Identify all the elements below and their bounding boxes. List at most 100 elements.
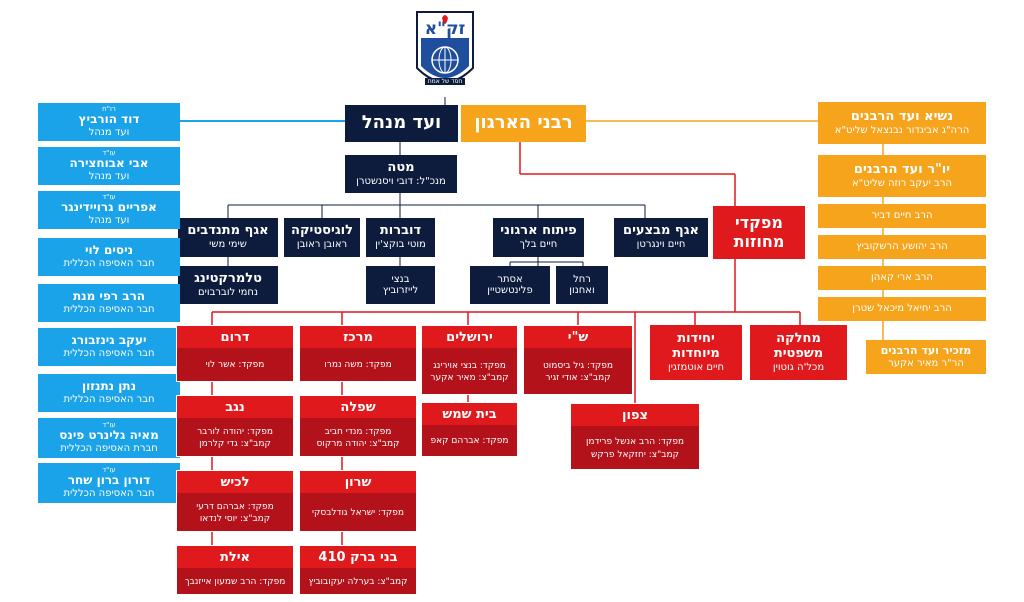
district-name: דרום [177, 326, 293, 348]
rabbis-secretary-sub: הר"ר מאיר אקער [888, 357, 964, 369]
rabbi-member-name: הרב ארי קאהן [871, 272, 933, 284]
telemarketing-title: טלמרקטינג [194, 270, 262, 286]
board-member-prefix: עו"ד [102, 466, 116, 475]
rabbis-chair-title: יו"ר ועד הרבנים [853, 161, 951, 177]
board-member-role: חבר האסיפה הכללית [63, 304, 155, 316]
dept-logistics-sub: ראובן ראובן [296, 239, 348, 251]
district-line: מפקד: ישראל גודלבסקי [311, 507, 405, 518]
board-member-role: חבר האסיפה הכללית [63, 258, 155, 270]
bentzi-title: בנצי [391, 273, 410, 285]
board-member-name: יעקב גינזבורג [71, 333, 147, 348]
board-member-name: מאיה גלינרט פינס [59, 428, 159, 443]
district-line: מפקד: הרב אנשל פרידמן [585, 437, 685, 448]
dept-donors: אגף מתנדבים שימי משי [178, 218, 278, 257]
legal-unit-title1: מחלקה [776, 330, 821, 346]
special-units-sub: חיים אוטמזגין [667, 361, 725, 373]
legal-unit-box: מחלקה משפטית מכל'ה גוטוין [750, 325, 847, 380]
logo-subtitle: איתור חילוץ הצלה [421, 39, 469, 46]
rabbis-president-box: נשיא ועד הרבנים הרה"ג אביגדור נבנצאל שלי… [818, 102, 986, 144]
bentzi-box: בנצי לייזרוביץ [366, 266, 435, 304]
district-name: ירושלים [422, 326, 517, 348]
district-line: קמב"צ: יהודה מרקוס [316, 439, 400, 449]
district-line: מפקד: בנצי אוירינג [433, 360, 506, 371]
board-member-name: דורון ברון שחר [67, 473, 151, 488]
board-member: ניסים לוי חבר האסיפה הכללית [38, 238, 180, 276]
board-member: נתן נתנזון חבר האסיפה הכללית [38, 374, 180, 412]
dept-ops-title: אגף מבצעים [623, 223, 699, 239]
rabbi-member-name: הרב יחיאל מיכאל שטרן [852, 303, 952, 315]
board-member: עו"ד אבי אבוחצירה ועד מנהל [38, 147, 180, 185]
district-eilat: אילת מפקד: הרב שמעון אייזנבך [176, 545, 294, 595]
district-line: מפקד: אברהם קאפ [430, 436, 509, 447]
dept-spokesman: דוברות מוטי בוקצ'ין [366, 218, 435, 257]
dept-spokesman-sub: מוטי בוקצ'ין [375, 239, 426, 251]
district-sharon: שרון מפקד: ישראל גודלבסקי [299, 470, 417, 532]
board-member-name: ניסים לוי [84, 243, 134, 258]
legal-unit-sub: מכל'ה גוטוין [772, 361, 825, 373]
district-name: לכיש [177, 471, 293, 493]
rabbis-title: רבני הארגון [474, 112, 573, 134]
rabbi-member-name: הרב חיים דביר [871, 210, 933, 222]
rachel-sub: ואחנון [569, 285, 595, 296]
telemarketing-sub: נחמי לוברבוים [198, 286, 258, 298]
district-line: מפקד: משה נמרו [324, 360, 392, 371]
board-member-name: דוד הורביץ [78, 112, 140, 127]
district-line: קמב"צ: אודי זגיר [545, 373, 611, 383]
board-member-role: חבר האסיפה הכללית [63, 348, 155, 360]
district-north: צפון מפקד: הרב אנשל פרידמן קמב"צ: יחזקאל… [570, 403, 700, 470]
special-units-box: יחידות מיוחדות חיים אוטמזגין [650, 325, 742, 380]
board-member-prefix: עו"ד [102, 149, 116, 158]
legal-unit-title2: משפטית [773, 345, 824, 361]
district-name: בני ברק 410 [300, 546, 416, 568]
esther-title: אסתר [497, 273, 523, 285]
board-member-role: חברת האסיפה הכללית [60, 443, 158, 455]
district-shay: ש"י מפקד: גיל ביסמוט קמב"צ: אודי זגיר [523, 325, 633, 395]
logo-motto: חסד של אמת [425, 78, 465, 85]
esther-box: אסתר פלינטשטיין [470, 266, 550, 304]
district-commanders-title1: מפקדי [735, 213, 783, 233]
board-member-name: נתן נתנזון [81, 379, 137, 394]
rabbi-member: הרב יחיאל מיכאל שטרן [818, 297, 986, 321]
district-line: מפקד: אשר לוי [205, 360, 265, 371]
board-member-name: אפריים גרויידינגר [61, 200, 157, 215]
rabbi-member: הרב ארי קאהן [818, 266, 986, 290]
district-bnei-brak: בני ברק 410 קמב"צ: בערלה יעקובוביץ [299, 545, 417, 595]
dept-logistics: לוגיסטיקה ראובן ראובן [284, 218, 360, 257]
district-name: צפון [571, 404, 699, 426]
district-commanders-box: מפקדי מחוזות [713, 206, 805, 259]
district-name: שרון [300, 471, 416, 493]
district-line: קמב"צ: יוסי לנדאו [199, 514, 271, 524]
district-line: מפקד: הרב שמעון אייזנבך [184, 576, 286, 587]
district-name: נגב [177, 396, 293, 418]
board-member-prefix: רו"ח [102, 105, 116, 114]
rabbis-chair-sub: הרב יעקב רוזה שליט"א [852, 177, 953, 189]
board-member-role: ועד מנהל [88, 171, 130, 183]
district-line: מפקד: יהודה לורבר [197, 426, 273, 437]
district-south: דרום מפקד: אשר לוי [176, 325, 294, 382]
telemarketing-box: טלמרקטינג נחמי לוברבוים [178, 266, 278, 304]
district-name: שפלה [300, 396, 416, 418]
dept-donors-title: אגף מתנדבים [187, 223, 269, 239]
rachel-box: רחל ואחנון [556, 266, 608, 304]
board-member: עו"ד אפריים גרויידינגר ועד מנהל [38, 191, 180, 229]
board-member-role: ועד מנהל [88, 215, 130, 227]
district-negev: נגב מפקד: יהודה לורבר קמב"צ: גדי קלרמן [176, 395, 294, 457]
district-line: מפקד: מנדי חביב [324, 426, 392, 437]
board-member-role: חבר האסיפה הכללית [63, 488, 155, 500]
board-member-name: אבי אבוחצירה [69, 156, 149, 171]
rachel-title: רחל [573, 273, 591, 285]
staff-title: מטה [387, 159, 415, 175]
special-units-title2: מיוחדות [672, 345, 720, 361]
dept-org-dev: פיתוח ארגוני חיים בלך [493, 218, 584, 257]
district-shfela: שפלה מפקד: מנדי חביב קמב"צ: יהודה מרקוס [299, 395, 417, 457]
dept-org-dev-sub: חיים בלך [519, 239, 558, 251]
district-name: מרכז [300, 326, 416, 348]
district-beit-shemesh: בית שמש מפקד: אברהם קאפ [421, 402, 518, 457]
dept-donors-sub: שימי משי [209, 239, 247, 251]
rabbis-box: רבני הארגון [461, 105, 586, 142]
district-line: קמב"צ: בערלה יעקובוביץ [308, 576, 408, 587]
district-center: מרכז מפקד: משה נמרו [299, 325, 417, 382]
board-member-role: חבר האסיפה הכללית [63, 394, 155, 406]
